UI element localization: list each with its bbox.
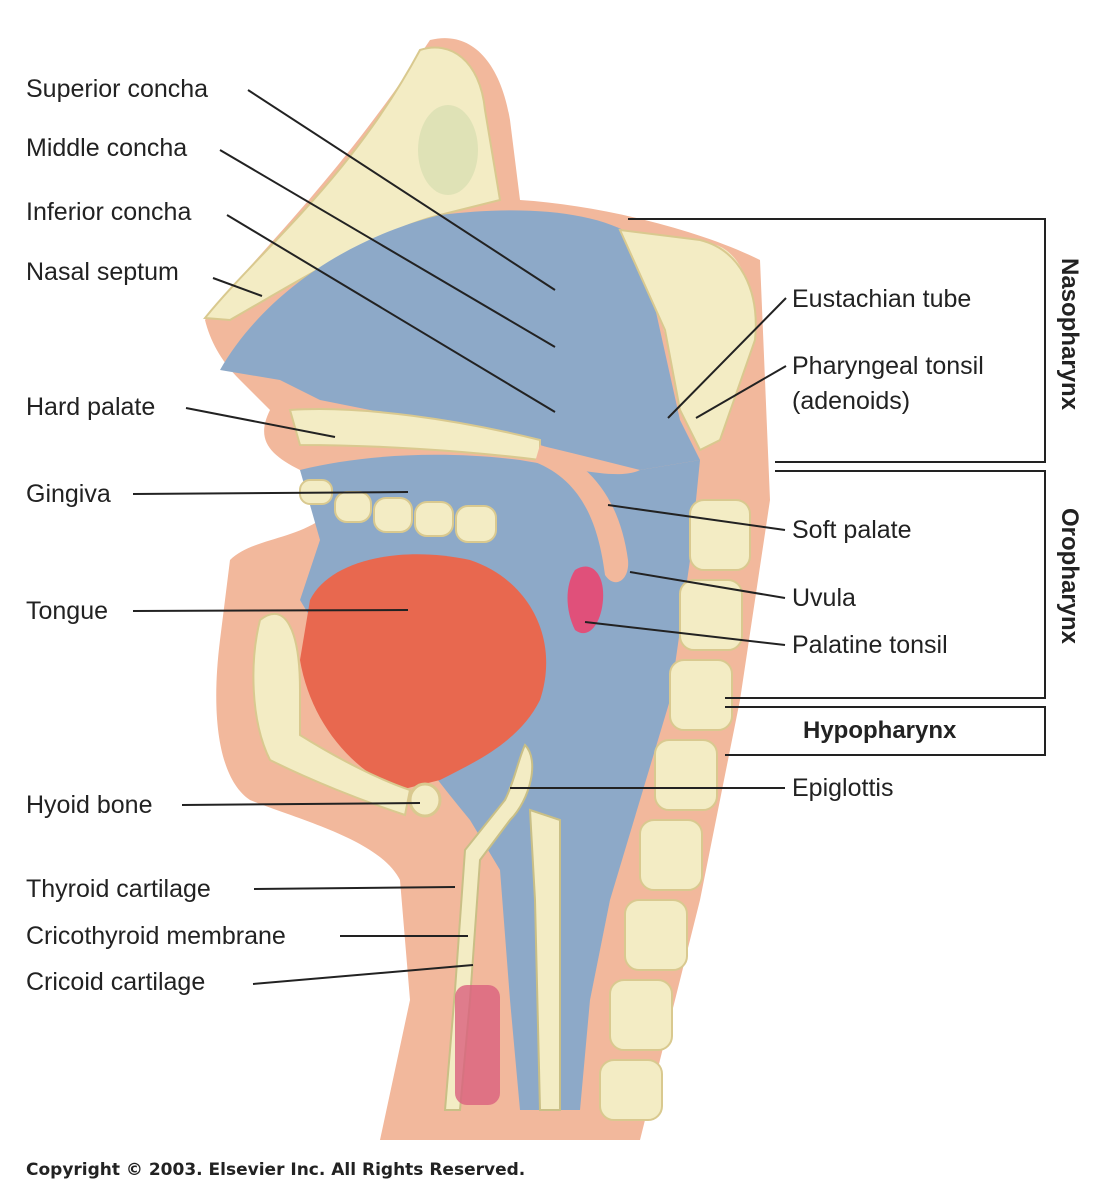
label-inferior-concha: Inferior concha <box>26 198 192 226</box>
soft-palate-shape <box>535 445 629 583</box>
label-thyroid-cartilage: Thyroid cartilage <box>26 875 211 903</box>
mandible <box>252 613 412 817</box>
label-gingiva: Gingiva <box>26 480 111 508</box>
label-superior-concha: Superior concha <box>26 75 209 103</box>
label-eustachian-tube: Eustachian tube <box>792 285 972 313</box>
tongue-shape <box>300 554 547 790</box>
region-nasopharynx: Nasopharynx <box>1056 258 1083 411</box>
skull-base <box>618 228 757 452</box>
label-palatine-tonsil: Palatine tonsil <box>792 631 948 659</box>
label-hard-palate: Hard palate <box>26 393 156 421</box>
leader-lines-left <box>132 89 556 985</box>
label-nasal-septum: Nasal septum <box>26 258 179 286</box>
label-hyoid-bone: Hyoid bone <box>26 791 153 819</box>
region-oropharynx: Oropharynx <box>1056 508 1083 645</box>
teeth <box>299 479 497 543</box>
hyoid-shape <box>408 782 442 818</box>
leader-lines-right <box>510 297 787 789</box>
label-pharyngeal-tonsil: Pharyngeal tonsil <box>792 352 984 380</box>
label-middle-concha: Middle concha <box>26 134 188 162</box>
trachea-wall <box>528 808 561 1111</box>
label-adenoids: (adenoids) <box>792 387 911 415</box>
label-epiglottis: Epiglottis <box>792 774 894 802</box>
label-uvula: Uvula <box>792 584 856 612</box>
label-tongue: Tongue <box>26 597 109 625</box>
label-cricothyroid-membrane: Cricothyroid membrane <box>26 922 286 950</box>
region-hypopharynx: Hypopharynx <box>803 717 957 744</box>
nasal-bone <box>203 46 502 322</box>
label-cricoid-cartilage: Cricoid cartilage <box>26 968 206 996</box>
nasal-cavity <box>220 210 700 470</box>
cervical-spine <box>599 499 751 1121</box>
region-brackets <box>628 218 1046 756</box>
palatine-tonsil-shape <box>567 566 604 634</box>
frontal-sinus <box>418 105 478 195</box>
label-soft-palate: Soft palate <box>792 516 912 544</box>
copyright-notice: Copyright © 2003. Elsevier Inc. All Righ… <box>26 1160 526 1180</box>
thyroid-region <box>455 985 500 1105</box>
